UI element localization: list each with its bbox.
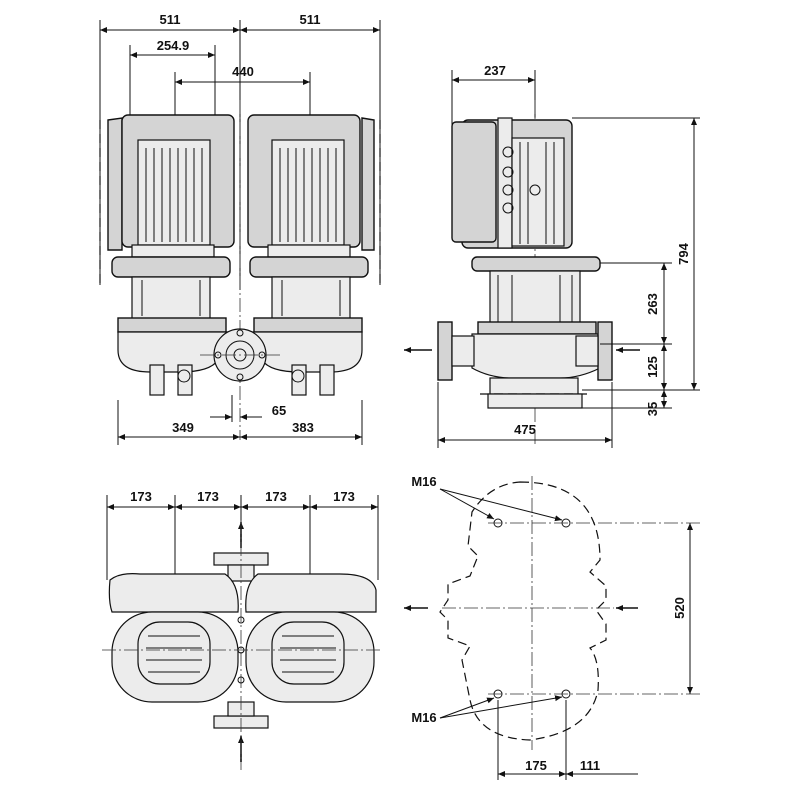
dim-top-4: 173	[333, 489, 355, 504]
dim-top-2: 173	[197, 489, 219, 504]
dim-base-vertical-spacing: 520	[672, 597, 687, 619]
dim-front-top-right: 511	[300, 12, 321, 27]
dim-side-top-depth: 237	[484, 63, 506, 78]
dim-top-3: 173	[265, 489, 287, 504]
dim-front-left-base: 349	[172, 420, 194, 435]
dim-side-base-height: 125	[645, 356, 660, 378]
bolt-label-bottom: M16	[411, 710, 436, 725]
side-view	[404, 70, 700, 448]
bolt-label-top: M16	[411, 474, 436, 489]
dim-front-offset: 254.9	[157, 38, 190, 53]
dim-front-right-base: 383	[292, 420, 314, 435]
dim-top-1: 173	[130, 489, 152, 504]
dim-base-horizontal-spacing: 175	[525, 758, 547, 773]
front-view	[99, 20, 381, 445]
dim-front-top-left: 511	[160, 12, 181, 27]
base-plan	[404, 476, 700, 780]
dim-side-total-height: 794	[676, 242, 691, 264]
dim-side-flange-height: 263	[645, 293, 660, 315]
dim-front-pipe-offset: 65	[272, 403, 286, 418]
dim-base-edge-offset: 111	[580, 758, 600, 773]
dim-side-base-width: 475	[514, 422, 536, 437]
dim-front-center-distance: 440	[232, 64, 254, 79]
dim-side-foot-height: 35	[645, 402, 660, 416]
top-view	[102, 495, 380, 770]
